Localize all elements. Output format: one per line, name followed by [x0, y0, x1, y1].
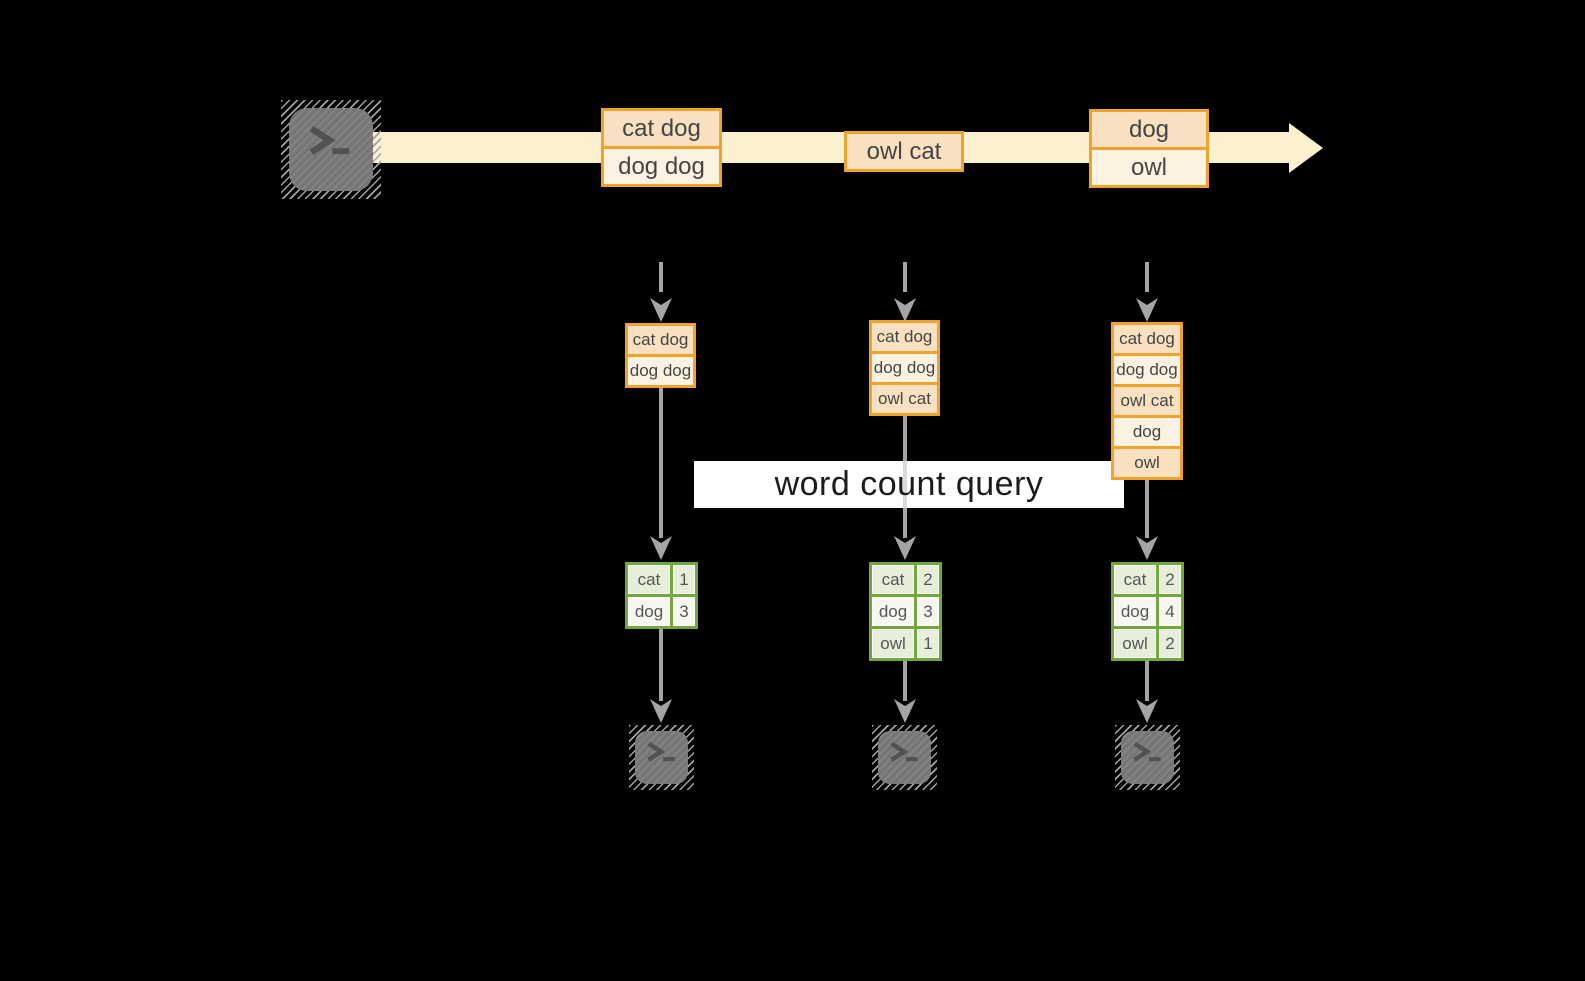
- consumer-terminal-icon: [1115, 725, 1180, 790]
- count-cell: 1: [673, 565, 695, 594]
- word-cell: owl: [1114, 629, 1156, 658]
- record: dog dog: [628, 357, 693, 385]
- record: dog: [1092, 112, 1206, 147]
- terminal-body: [878, 731, 931, 784]
- record-batch-2: owl cat: [844, 131, 964, 172]
- flow-arrow: [894, 661, 916, 723]
- count-cell: 2: [1159, 565, 1181, 594]
- dashed-flow-arrow: [1136, 262, 1158, 322]
- terminal-body: [1121, 731, 1174, 784]
- word-cell: cat: [872, 565, 914, 594]
- record-batch-3: dog owl: [1089, 109, 1209, 188]
- count-cell: 4: [1159, 597, 1181, 626]
- record-buffer-1: cat dog dog dog: [625, 323, 696, 388]
- word-cell: dog: [1114, 597, 1156, 626]
- consumer-terminal-icon: [872, 725, 937, 790]
- word-cell: cat: [628, 565, 670, 594]
- record: cat dog: [1114, 325, 1180, 353]
- record: owl: [1114, 449, 1180, 477]
- record: dog dog: [1114, 356, 1180, 384]
- count-table-3: cat 2 dog 4 owl 2: [1111, 562, 1184, 661]
- terminal-prompt-icon: [890, 741, 918, 762]
- record: owl cat: [1114, 387, 1180, 415]
- count-table-1: cat 1 dog 3: [625, 562, 698, 629]
- record-buffer-3: cat dog dog dog owl cat dog owl: [1111, 322, 1183, 480]
- record-buffer-2: cat dog dog dog owl cat: [869, 320, 940, 416]
- record: dog dog: [872, 354, 937, 382]
- record: owl cat: [872, 385, 937, 413]
- stream-timeline-arrowhead-icon: [1289, 123, 1323, 173]
- producer-terminal-icon: [281, 100, 381, 199]
- dashed-flow-arrow: [894, 262, 916, 322]
- record: owl: [1092, 150, 1206, 185]
- record: owl cat: [847, 134, 961, 169]
- consumer-terminal-icon: [629, 725, 694, 790]
- record: cat dog: [604, 111, 719, 146]
- word-cell: dog: [872, 597, 914, 626]
- record: dog: [1114, 418, 1180, 446]
- count-cell: 3: [673, 597, 695, 626]
- flow-arrow: [650, 388, 672, 560]
- query-label: word count query: [774, 465, 1044, 503]
- record: cat dog: [872, 323, 937, 351]
- count-cell: 3: [917, 597, 939, 626]
- query-box-line-overlay: [903, 461, 907, 508]
- dashed-flow-arrow: [650, 262, 672, 322]
- terminal-prompt-icon: [309, 125, 350, 155]
- flow-arrow: [650, 629, 672, 723]
- count-cell: 1: [917, 629, 939, 658]
- record: dog dog: [604, 149, 719, 184]
- record: cat dog: [628, 326, 693, 354]
- terminal-body: [635, 731, 688, 784]
- query-label-box: word count query: [694, 461, 1124, 508]
- count-cell: 2: [1159, 629, 1181, 658]
- word-cell: cat: [1114, 565, 1156, 594]
- record-batch-1: cat dog dog dog: [601, 108, 722, 187]
- terminal-prompt-icon: [647, 741, 675, 762]
- terminal-body: [289, 108, 373, 191]
- terminal-prompt-icon: [1133, 741, 1161, 762]
- word-cell: dog: [628, 597, 670, 626]
- count-table-2: cat 2 dog 3 owl 1: [869, 562, 942, 661]
- flow-arrow: [1136, 661, 1158, 723]
- word-cell: owl: [872, 629, 914, 658]
- count-cell: 2: [917, 565, 939, 594]
- flow-arrow: [1136, 480, 1158, 560]
